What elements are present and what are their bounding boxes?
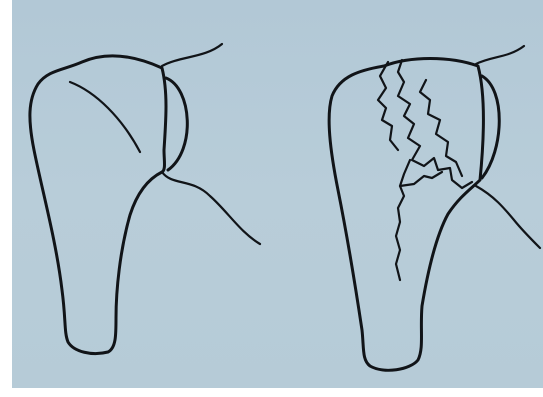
fracture-line-transverse bbox=[400, 172, 442, 186]
fracture-line-head bbox=[398, 60, 472, 188]
humerus-intact-outline bbox=[30, 56, 166, 354]
fracture-line-lateral bbox=[378, 62, 398, 150]
fracture-line-inner bbox=[420, 80, 462, 176]
humerus-intact bbox=[30, 44, 260, 354]
humerus-fractured-glenoid-top bbox=[476, 46, 524, 64]
humerus-intact-glenoid-top bbox=[162, 44, 222, 66]
humerus-intact-neck-line bbox=[70, 82, 140, 152]
humerus-fractured bbox=[329, 46, 540, 370]
fracture-line-shaft bbox=[396, 160, 410, 280]
humerus-intact-head-arc bbox=[166, 78, 187, 170]
humerus-fractured-outline bbox=[329, 59, 483, 371]
humerus-fractured-glenoid-bottom bbox=[476, 186, 540, 248]
humerus-intact-glenoid-bottom bbox=[162, 172, 260, 244]
